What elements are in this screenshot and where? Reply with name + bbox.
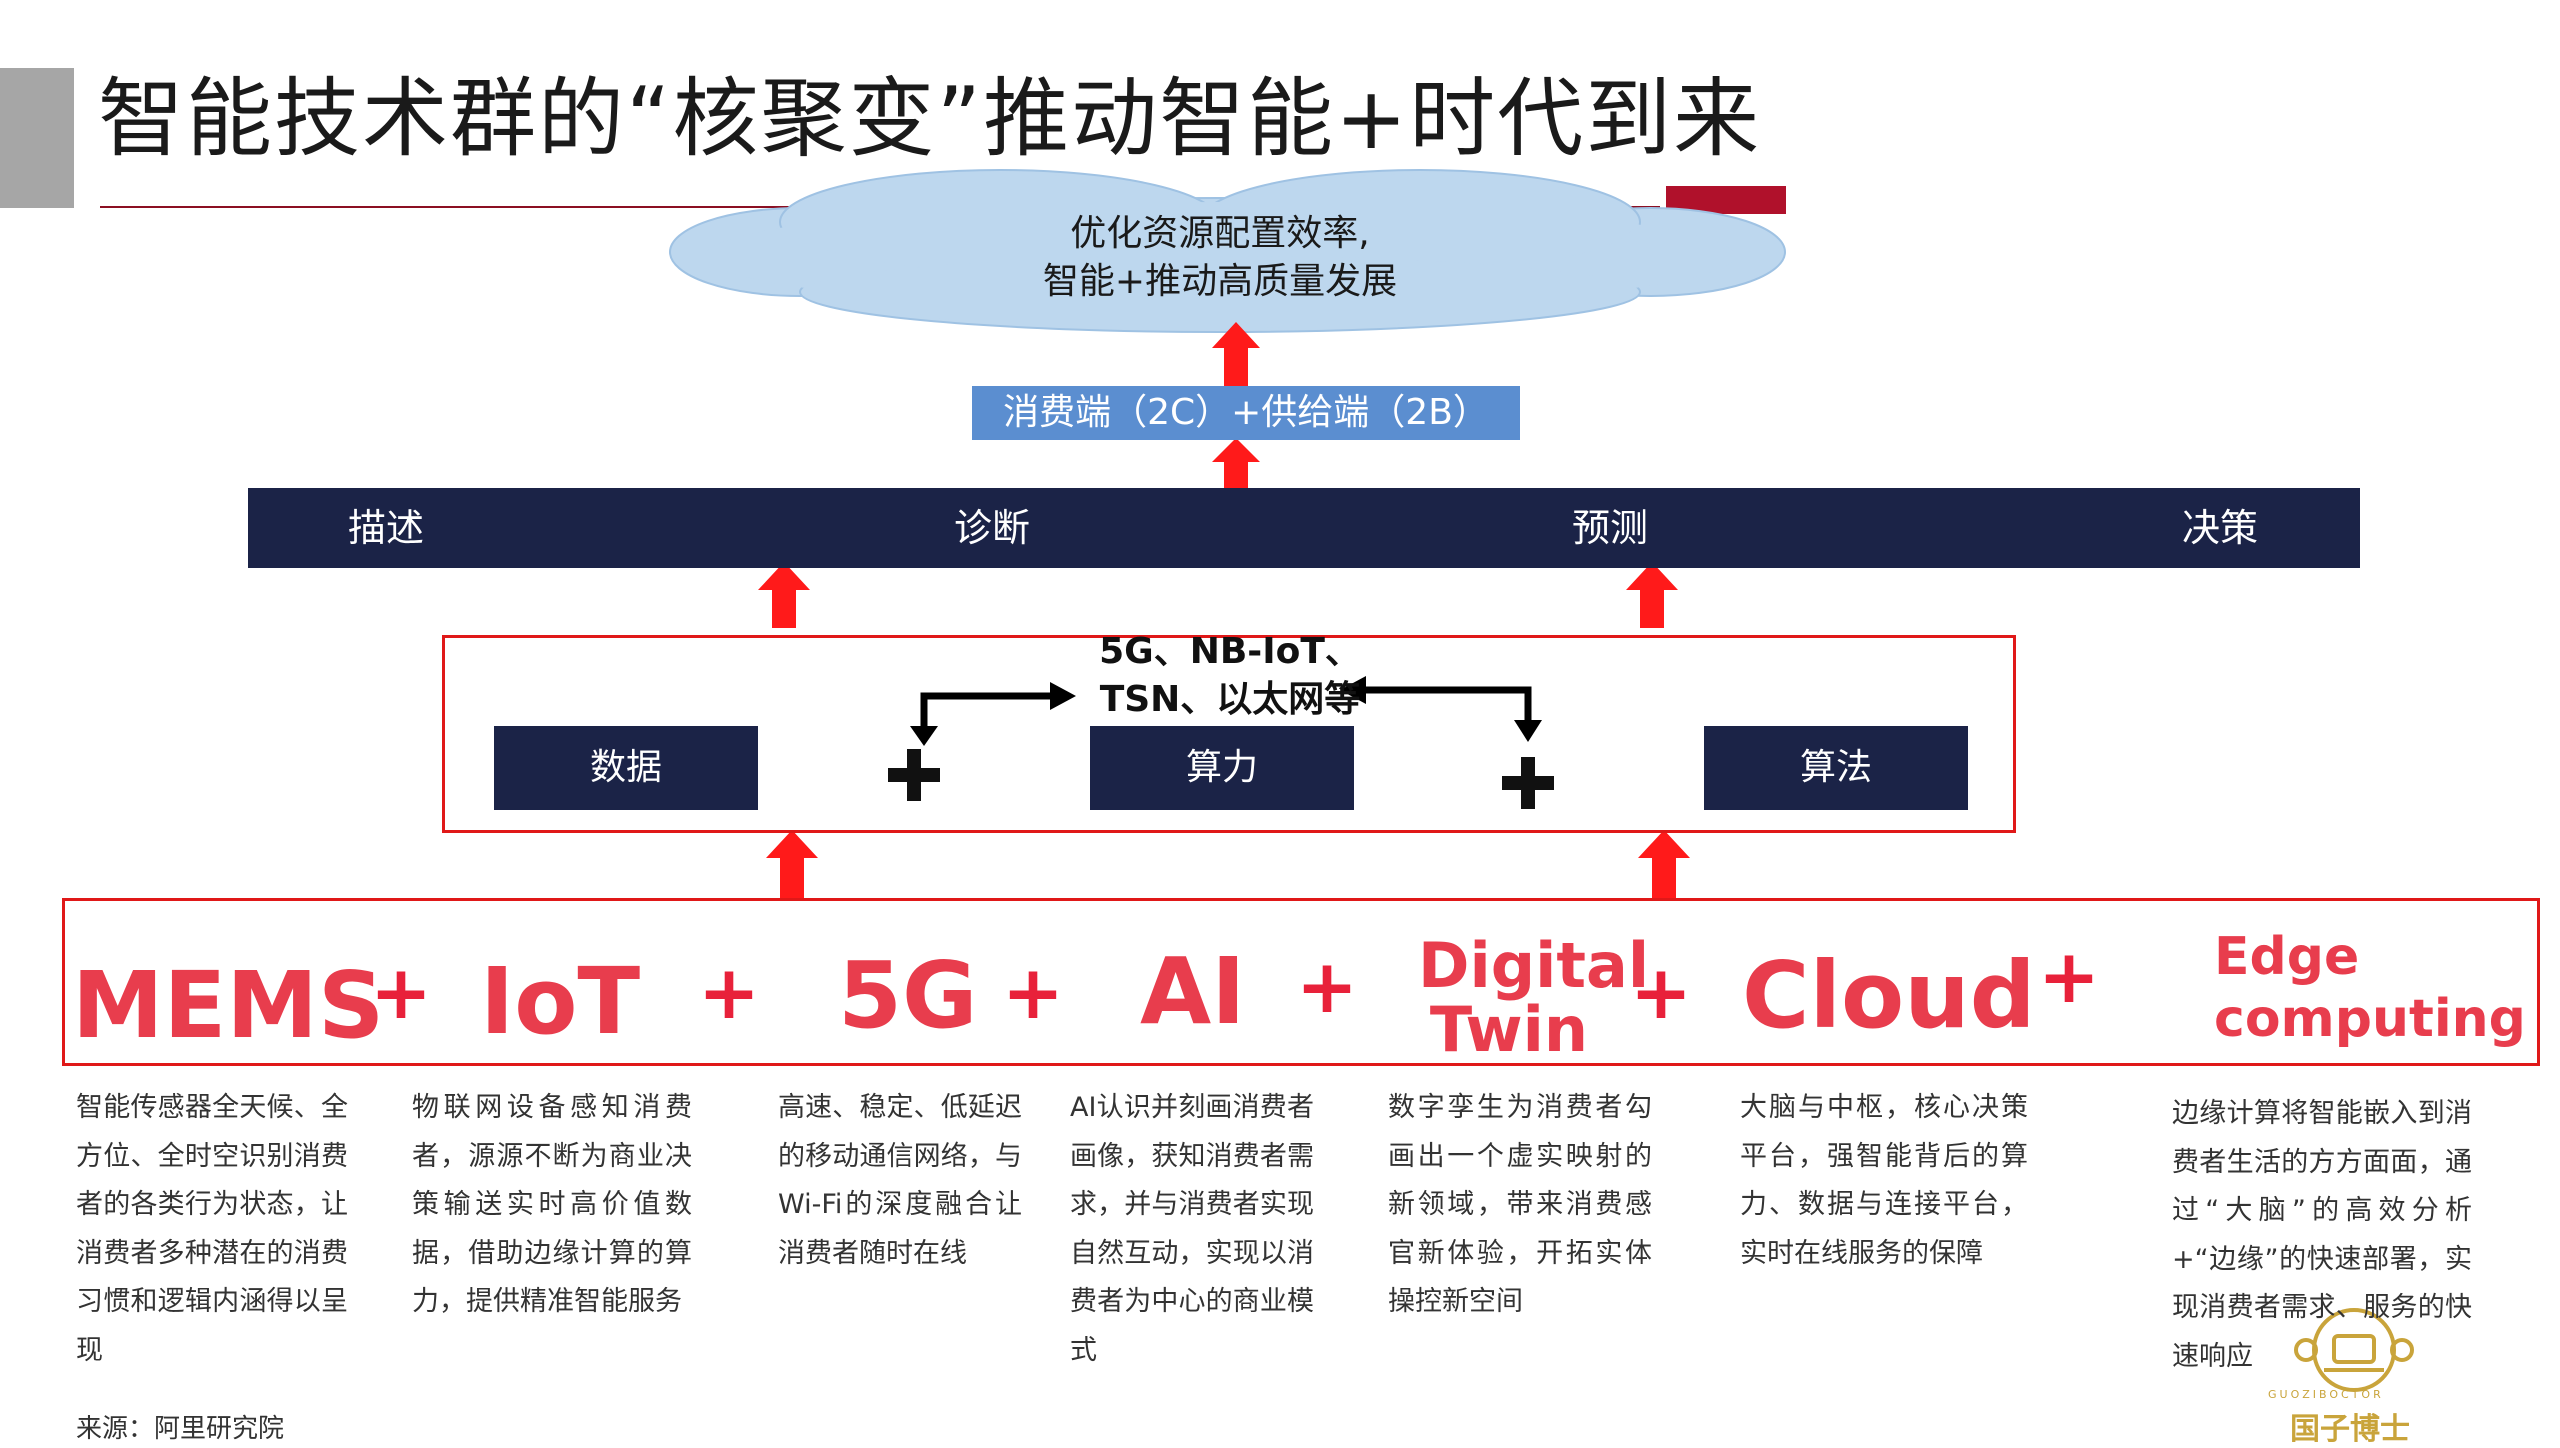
core-capabilities-frame [442,635,2016,833]
desc-5g: 高速、稳定、低延迟的移动通信网络，与Wi-Fi的深度融合让消费者随时在线 [778,1092,1022,1269]
core-box-algorithm: 算法 [1704,726,1968,810]
tech-digital-twin: Digital Twin [1418,929,1650,1066]
plus-icon-red-6: + [2038,934,2101,1020]
network-connector-right [1360,686,1532,724]
desc-digital-twin: 数字孪生为消费者勾画出一个虚实映射的新领域，带来消费感官新体验，开拓实体操控新空… [1388,1092,1652,1317]
core-box-data: 数据 [494,726,758,810]
network-label-line2: TSN、以太网等 [1099,679,1361,720]
plus-icon-red-5: + [1630,950,1693,1036]
cloud-label-line1: 优化资源配置效率, [1070,213,1370,254]
tech-ai: AI [1140,938,1246,1045]
tech-cloud: Cloud [1742,942,2036,1049]
cloud-label-line2: 智能+推动高质量发展 [1042,261,1398,302]
tech-digital-twin-line1: Digital [1418,929,1650,1002]
tech-5g: 5G [838,942,978,1049]
arrow-up-band-right [1626,562,1678,628]
desc-mems: 智能传感器全天候、全方位、全时空识别消费者的各类行为状态，让消费者多种潜在的消费… [76,1092,348,1366]
brand-name: 国子博士 [2290,1412,2410,1447]
arrow-up-channel [1212,438,1260,496]
network-arrowhead-left-right [1050,682,1076,710]
plus-icon-red-3: + [1002,950,1065,1036]
arrow-up-core-left [766,830,818,898]
desc-ai: AI认识并刻画消费者画像，获知消费者需求，并与消费者实现自然互动，实现以消费者为… [1070,1092,1314,1366]
tech-digital-twin-line2: Twin [1429,993,1589,1066]
page-title: 智能技术群的“核聚变”推动智能+时代到来 [98,69,1762,169]
network-connector-left [920,692,1056,730]
band-item-diagnose: 诊断 [954,506,1031,550]
arrow-up-band-left [758,562,810,628]
tech-edge-computing-line2: computing [2214,989,2526,1049]
plus-icon-compute-algorithm [1502,757,1554,809]
core-box-compute: 算力 [1090,726,1354,810]
network-label-line1: 5G、NB-IoT、 [1099,631,1361,672]
brand-latin: GUOZIBOCTOR [2268,1388,2384,1401]
tech-mems: MEMS [72,952,385,1059]
tech-edge-computing-line1: Edge [2214,927,2360,987]
network-label: 5G、NB-IoT、 TSN、以太网等 [1080,628,1380,724]
analytics-band: 描述 诊断 预测 决策 [248,488,2360,568]
arrow-up-core-right [1638,830,1690,898]
network-arrowhead-right-down [1514,720,1542,742]
desc-iot: 物联网设备感知消费者，源源不断为商业决策输送实时高价值数据，借助边缘计算的算力，… [412,1092,692,1317]
tech-edge-computing: Edge computing [2214,926,2526,1050]
plus-icon-data-compute [888,749,940,801]
network-arrowhead-right-left [1340,676,1366,704]
band-item-predict: 预测 [1572,506,1649,550]
desc-edge-computing: 边缘计算将智能嵌入到消费者生活的方方面面，通过“大脑”的高效分析+“边缘”的快速… [2172,1098,2472,1372]
band-item-describe: 描述 [348,506,425,550]
plus-icon-red-2: + [698,950,761,1036]
title-side-bar [0,68,74,208]
brand-logo-icon [2294,1308,2414,1392]
source-note: 来源：阿里研究院 [76,1414,285,1444]
cloud-label: 优化资源配置效率, 智能+推动高质量发展 [900,210,1540,306]
technologies-frame [62,898,2540,1066]
desc-cloud: 大脑与中枢，核心决策平台，强智能背后的算力、数据与连接平台，实时在线服务的保障 [1740,1092,2028,1269]
band-item-decide: 决策 [2182,506,2259,550]
plus-icon-red-4: + [1296,944,1359,1030]
plus-icon-red-1: + [370,950,433,1036]
tech-iot: IoT [480,948,641,1055]
channel-box: 消费端（2C）+供给端（2B） [972,386,1520,440]
arrow-up-cloud [1212,322,1260,386]
network-arrowhead-left-up [910,726,938,746]
